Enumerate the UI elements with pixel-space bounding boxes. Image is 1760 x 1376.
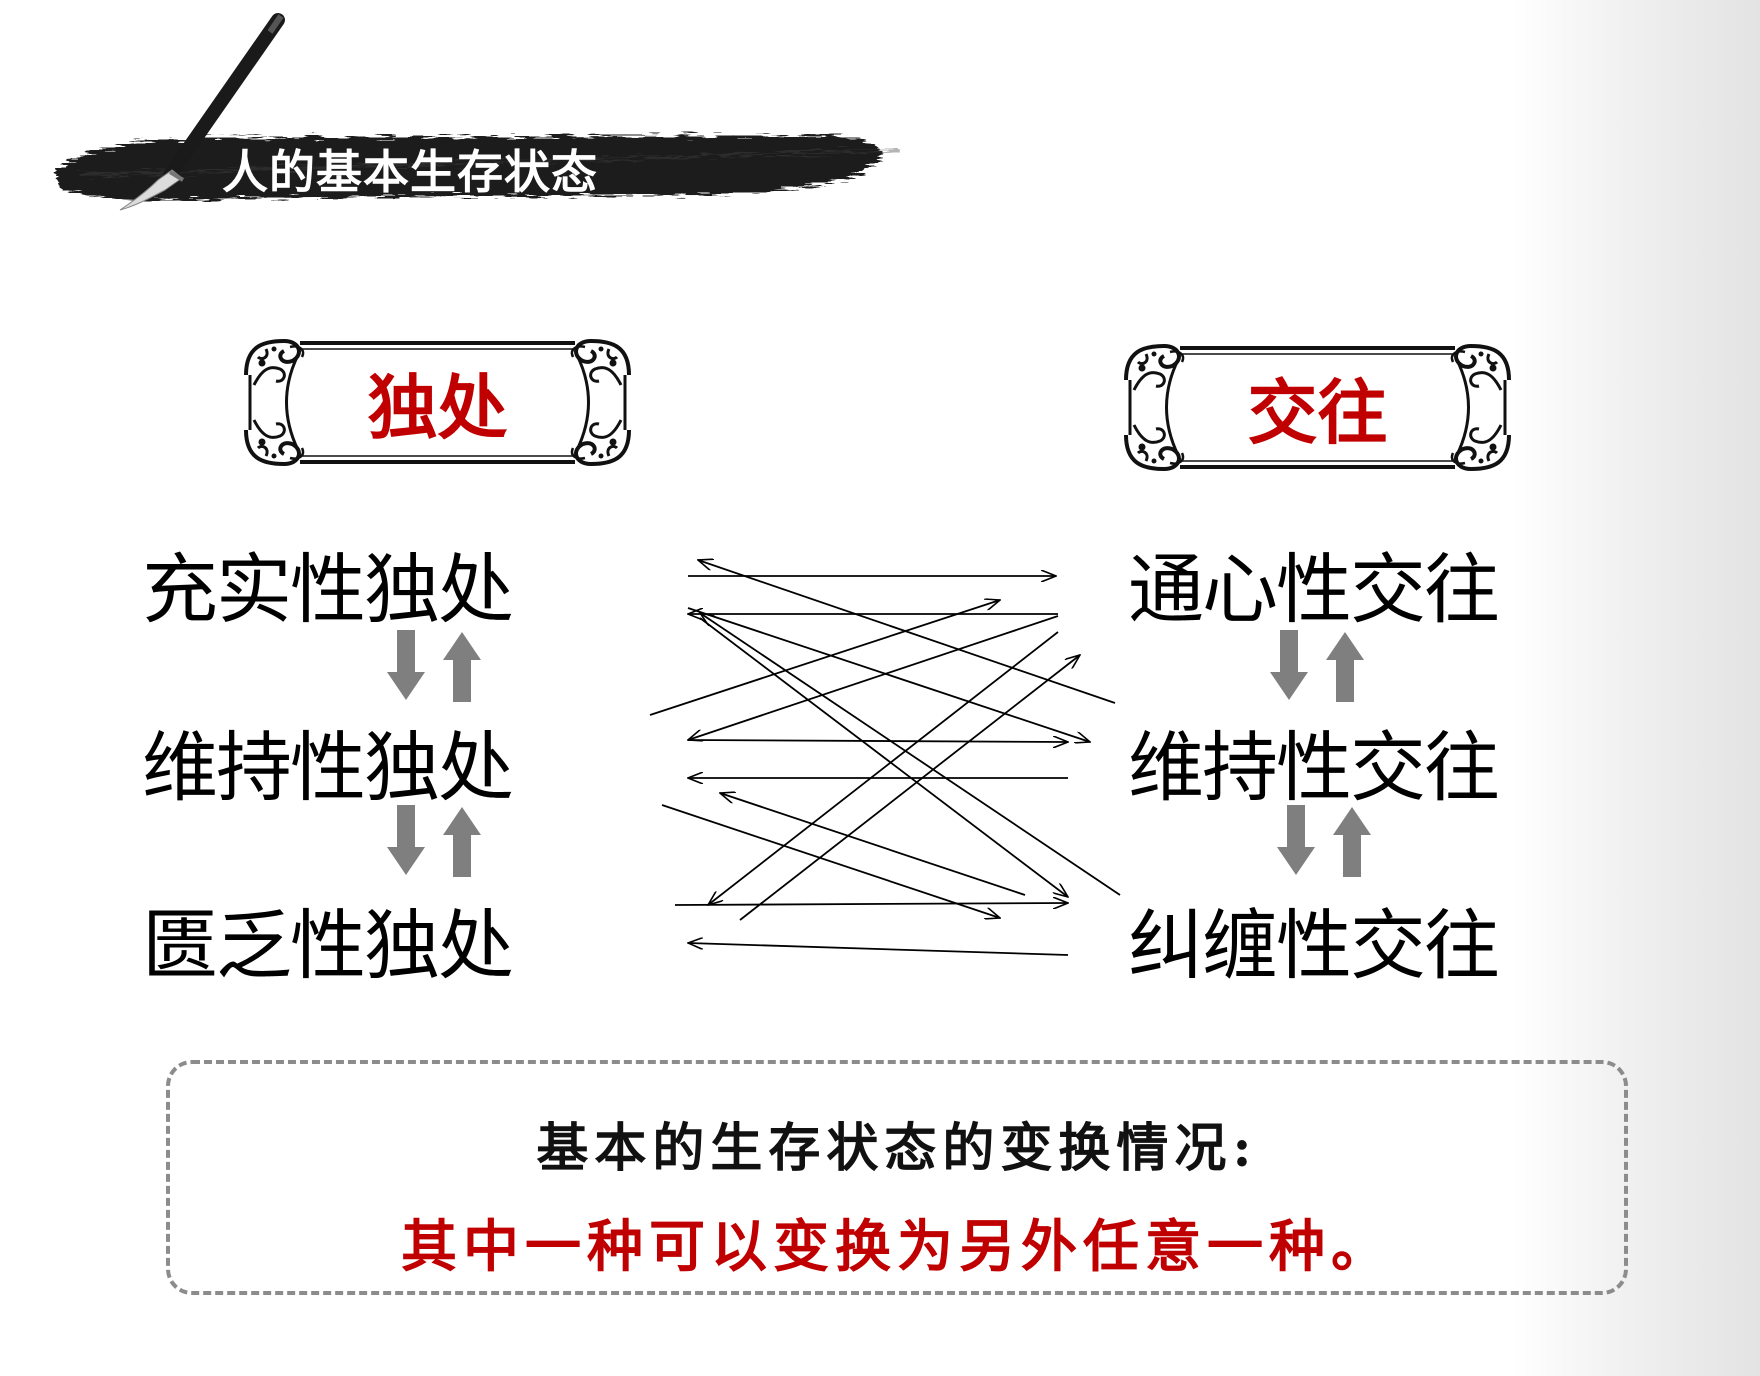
ink-brush-stroke <box>55 135 901 201</box>
updown-arrows-icon <box>385 805 485 877</box>
solitude-state-fulfilling: 充实性独处 <box>142 545 514 634</box>
arrow-line <box>688 615 1059 740</box>
arrow-line <box>687 607 1090 742</box>
updown-arrows-icon <box>1268 630 1368 702</box>
arrow-line <box>700 613 1121 896</box>
arrow-line <box>699 617 1068 897</box>
arrow-line <box>688 943 1069 956</box>
interaction-heading: 交往 <box>1247 372 1388 454</box>
interaction-state-entangled: 纠缠性交往 <box>1128 901 1500 990</box>
arrow-line <box>708 631 1059 905</box>
updown-arrows-icon <box>385 630 485 702</box>
page-title: 人的基本生存状态 <box>222 145 598 199</box>
arrow-line <box>649 600 1000 716</box>
solitude-heading-frame: 独处 <box>240 335 635 470</box>
calligraphy-brush-icon <box>119 13 285 211</box>
interaction-state-heart-to-heart: 通心性交往 <box>1128 545 1500 634</box>
note-heading: 基本的生存状态的变换情况: <box>536 1118 1258 1179</box>
updown-arrows-icon <box>1275 805 1375 877</box>
ornate-scroll-frame <box>244 338 631 467</box>
note-conclusion: 其中一种可以变换为另外任意一种。 <box>401 1214 1393 1280</box>
interaction-state-maintaining: 维持性交往 <box>1128 723 1500 812</box>
transformation-note-box: 基本的生存状态的变换情况: 其中一种可以变换为另外任意一种。 <box>166 1060 1628 1295</box>
header-banner: 人的基本生存状态 <box>0 0 1000 250</box>
solitude-state-deficient: 匮乏性独处 <box>142 901 514 990</box>
ornate-scroll-frame <box>1124 343 1511 472</box>
arrow-line <box>674 903 1068 905</box>
solitude-state-maintaining: 维持性独处 <box>142 723 514 812</box>
arrow-line <box>739 655 1080 921</box>
arrow-line <box>720 793 1026 896</box>
arrow-line <box>687 740 1068 742</box>
interaction-heading-frame: 交往 <box>1120 340 1515 475</box>
solitude-heading: 独处 <box>367 367 508 449</box>
arrow-line <box>661 804 1000 918</box>
